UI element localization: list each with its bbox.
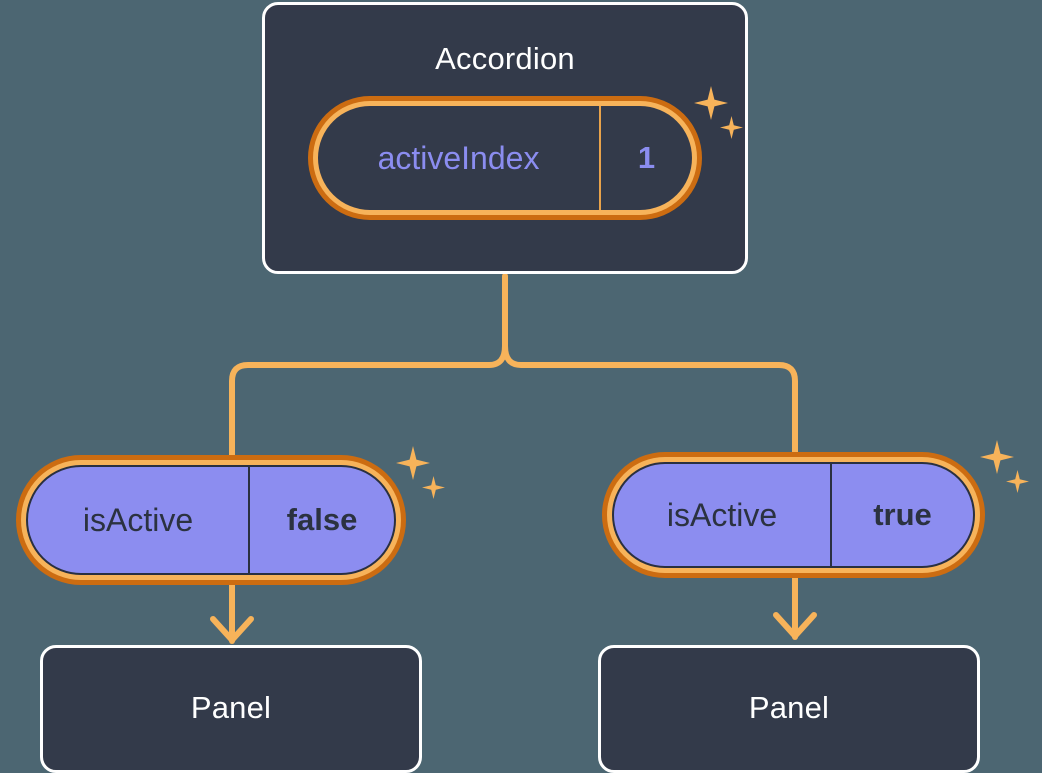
sparkle-small-icon xyxy=(1006,470,1029,493)
panel-title: Panel xyxy=(190,690,272,725)
state-pill-active-index[interactable]: activeIndex 1 xyxy=(308,96,702,220)
prop-value-label: true xyxy=(873,497,932,532)
state-pill-body: activeIndex 1 xyxy=(318,106,692,210)
prop-pill-body: isActive false xyxy=(26,465,396,575)
prop-pill-inner-ring: isActive false xyxy=(21,460,401,580)
prop-key-label: isActive xyxy=(614,464,832,566)
prop-pill-is-active-false[interactable]: isActive false xyxy=(16,455,406,585)
prop-pill-inner-ring: isActive true xyxy=(607,457,980,573)
sparkle-large-icon xyxy=(396,446,430,480)
prop-value-label: false xyxy=(286,502,358,537)
state-value-label: 1 xyxy=(637,140,656,175)
sparkle-small-icon xyxy=(422,476,445,499)
prop-key-label: isActive xyxy=(28,467,250,573)
wire-branch-left xyxy=(229,343,508,461)
arrowhead-right xyxy=(773,612,817,639)
state-key-label: activeIndex xyxy=(318,106,601,210)
sparkle-large-icon xyxy=(980,440,1014,474)
panel-card-left[interactable]: Panel xyxy=(40,645,422,773)
state-pill-inner-ring: activeIndex 1 xyxy=(313,101,697,215)
panel-card-right[interactable]: Panel xyxy=(598,645,980,773)
accordion-title: Accordion xyxy=(435,41,575,76)
prop-pill-is-active-true[interactable]: isActive true xyxy=(602,452,985,578)
prop-pill-body: isActive true xyxy=(612,462,975,568)
arrowhead-left xyxy=(210,616,254,643)
wire-branch-right xyxy=(502,343,798,458)
panel-title: Panel xyxy=(748,690,830,725)
